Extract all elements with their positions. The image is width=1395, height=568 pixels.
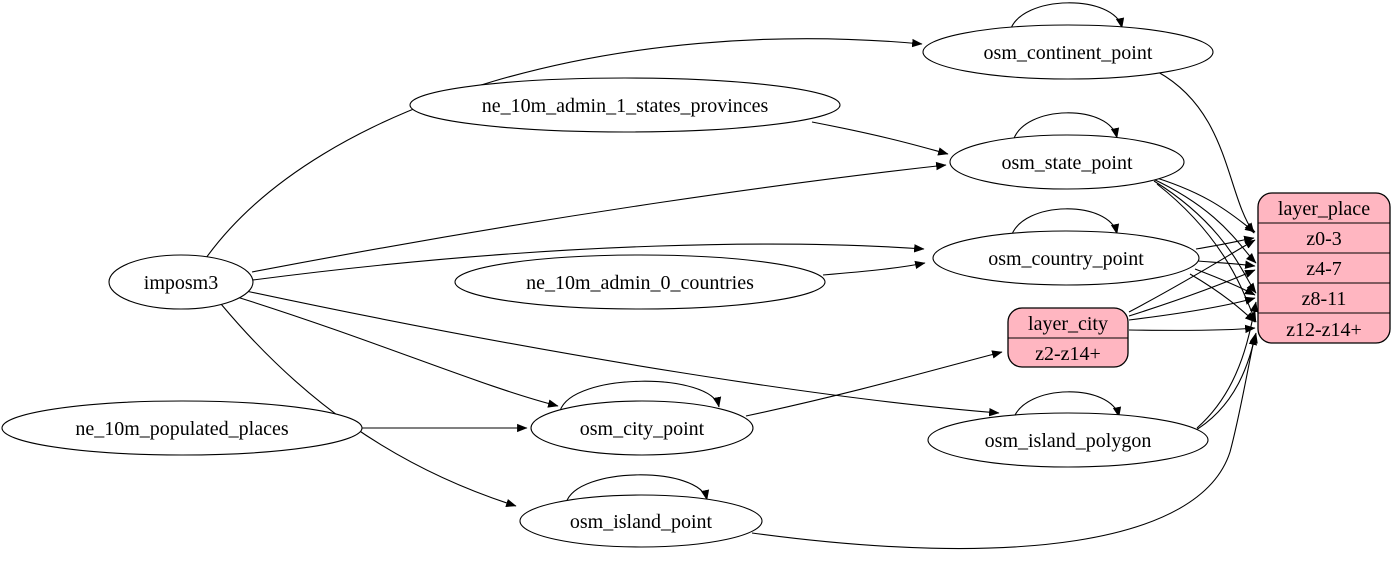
node-imposm3-label: imposm3 (144, 272, 218, 294)
node-ne_10m_admin_1_states_provinces: ne_10m_admin_1_states_provinces (409, 77, 841, 133)
node-imposm3-shape (108, 254, 254, 310)
node-osm_city_point-shape (530, 400, 754, 456)
edge-osm_state_point-layer_place-z4-7 (1150, 177, 1257, 264)
edge-self-loop-osm_state_point (1012, 112, 1120, 142)
node-osm_island_polygon: osm_island_polygon (927, 412, 1209, 468)
layer_place-title: layer_place (1278, 198, 1370, 220)
layer_place-row-z8-11: z8-11 (1302, 288, 1347, 310)
layer_place-row-z0-3: z0-3 (1306, 228, 1342, 250)
node-osm_island_point: osm_island_point (519, 494, 763, 548)
node-osm_country_point: osm_country_point (932, 230, 1200, 286)
node-imposm3: imposm3 (108, 254, 254, 310)
layer_place-row-z4-7: z4-7 (1306, 258, 1342, 280)
edge-osm_country_point-layer_place-z0-3 (1195, 235, 1255, 250)
node-osm_island_polygon-shape (927, 412, 1209, 468)
node-ne_10m_populated_places: ne_10m_populated_places (1, 400, 363, 456)
edge-layer_city-layer_place-z8-11 (1128, 296, 1256, 321)
node-osm_city_point-label: osm_city_point (580, 418, 705, 440)
edge-imposm3-osm_continent_point (205, 38, 923, 259)
edge-osm_city_point-layer_city-z2-z14 (745, 350, 1003, 417)
edge-osm_country_point-layer_place-z8-11 (1194, 268, 1256, 296)
edge-imposm3-osm_island_polygon (245, 290, 1000, 417)
node-osm_state_point: osm_state_point (949, 134, 1185, 190)
node-osm_continent_point: osm_continent_point (922, 24, 1214, 80)
node-ne_10m_admin_0_countries-shape (454, 254, 826, 310)
node-osm_state_point-label: osm_state_point (1001, 152, 1133, 174)
node-ne_10m_admin_1_states_provinces-shape (409, 77, 841, 133)
edge-self-loop-osm_city_point (559, 380, 722, 412)
edge-imposm3-osm_state_point (251, 161, 947, 273)
node-osm_country_point-label: osm_country_point (988, 248, 1144, 270)
node-ne_10m_populated_places-shape (1, 400, 363, 456)
edge-osm_country_point-layer_place-z4-7 (1197, 260, 1256, 269)
edge-self-loop-osm_island_polygon (1012, 391, 1122, 421)
edge-osm_island_point-layer_place-z12-z14 (751, 334, 1257, 550)
edge-self-loop-osm_continent_point (1009, 2, 1125, 32)
node-osm_island_point-shape (519, 494, 763, 548)
edge-imposm3-osm_country_point (252, 243, 925, 281)
node-layer_place-shape (1257, 192, 1391, 344)
edge-layer_city-layer_place-z0-3 (1128, 239, 1256, 313)
node-ne_10m_admin_0_countries: ne_10m_admin_0_countries (454, 254, 826, 310)
node-layer_city: layer_city z2-z14+ (1007, 307, 1129, 368)
node-osm_state_point-shape (949, 134, 1185, 190)
node-layer_place: layer_place z0-3 z4-7 z8-11 z12-z14+ (1257, 192, 1391, 344)
layer_place-row-z12-z14: z12-z14+ (1286, 319, 1362, 341)
node-ne_10m_admin_1_states_provinces-label: ne_10m_admin_1_states_provinces (482, 95, 769, 117)
edge-imposm3-osm_city_point (236, 296, 559, 408)
edge-osm_continent_point-layer_place-z0-3 (1157, 71, 1255, 234)
edge-self-loop-osm_island_point (565, 474, 710, 504)
node-osm_continent_point-shape (922, 24, 1214, 80)
layer_city-row-z2-z14: z2-z14+ (1035, 343, 1101, 365)
edge-layer_city-layer_place-z12-z14 (1128, 324, 1256, 334)
node-osm_continent_point-label: osm_continent_point (984, 42, 1153, 64)
edge-self-loop-osm_country_point (1010, 208, 1120, 238)
edge-ne_10m_admin_0_countries-osm_country_point (822, 260, 926, 276)
node-ne_10m_populated_places-label: ne_10m_populated_places (75, 418, 288, 440)
node-osm_island_polygon-label: osm_island_polygon (985, 430, 1152, 452)
node-ne_10m_admin_0_countries-label: ne_10m_admin_0_countries (526, 272, 754, 294)
edge-osm_island_polygon-layer_place-z8-11 (1196, 301, 1259, 429)
edge-ne_10m_admin_1_states_provinces-osm_state_point (811, 121, 949, 156)
node-osm_city_point: osm_city_point (530, 400, 754, 456)
edge-osm_island_polygon-layer_place-z12-z14 (1190, 332, 1258, 434)
edge-layer_city-layer_place-z4-7 (1128, 269, 1256, 317)
node-osm_country_point-shape (932, 230, 1200, 286)
edge-osm_state_point-layer_place-z8-11 (1153, 180, 1257, 294)
node-osm_island_point-label: osm_island_point (570, 511, 713, 533)
edge-osm_country_point-layer_place-z12-z14 (1189, 273, 1256, 323)
layer_city-title: layer_city (1028, 313, 1108, 335)
edge-osm_state_point-layer_place-z0-3 (1146, 174, 1256, 233)
